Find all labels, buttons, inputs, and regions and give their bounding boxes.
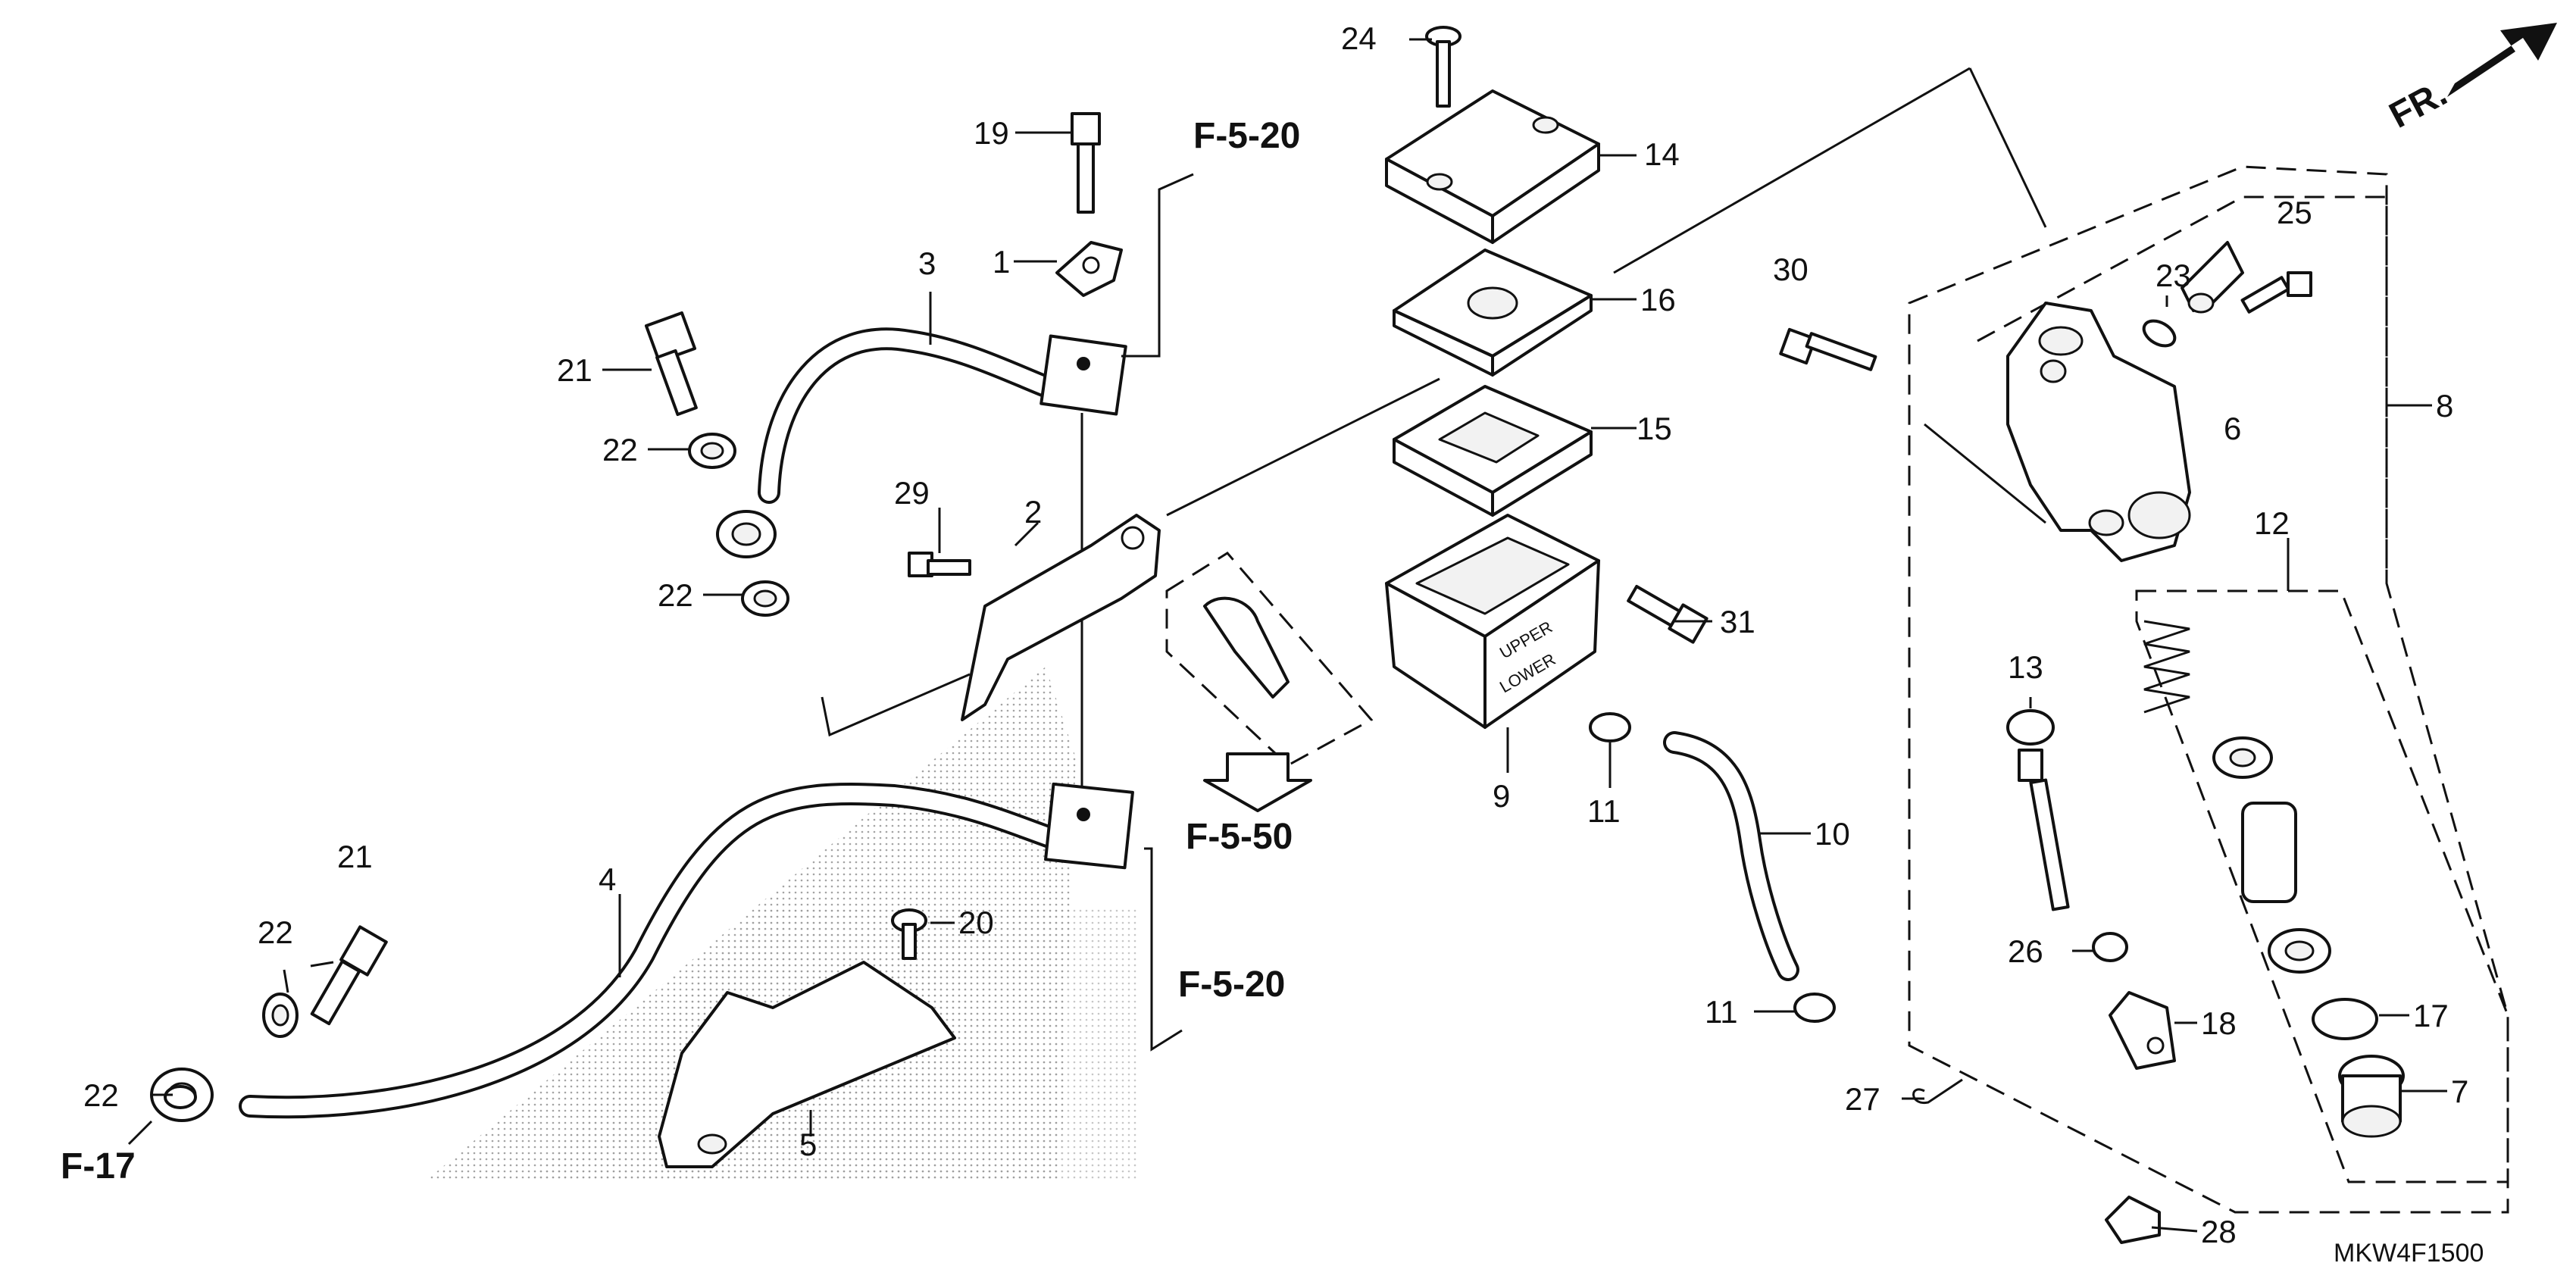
hose-joint-block-upper	[1039, 334, 1127, 416]
callout-16: 16	[1640, 282, 1676, 317]
spring	[2143, 620, 2190, 714]
callout-12: 12	[2254, 505, 2290, 541]
detail-box-insert	[1165, 552, 1374, 767]
bolt-19	[1071, 112, 1101, 214]
bolt-29	[908, 552, 971, 577]
callout-11-lower: 11	[1705, 994, 1738, 1030]
bolt-21-upper	[644, 311, 698, 417]
washer-22d	[164, 1085, 197, 1109]
spring-seat	[2212, 736, 2273, 779]
callout-2: 2	[1024, 494, 1042, 530]
callout-29: 29	[894, 475, 930, 511]
hose-clip-lower	[1793, 993, 1836, 1023]
callout-28: 28	[2201, 1214, 2237, 1249]
callout-17: 17	[2413, 998, 2449, 1033]
master-cylinder-body	[2006, 302, 2191, 562]
diaphragm-plate	[1393, 385, 1593, 517]
piston	[2241, 802, 2297, 903]
nut-26	[2092, 932, 2128, 962]
hose-joint-plate	[1055, 241, 1123, 297]
washer-22b	[741, 580, 789, 617]
callout-22b: 22	[658, 577, 693, 613]
callout-5: 5	[799, 1127, 817, 1162]
master-cylinder-assy-box	[1908, 165, 2509, 1214]
master-cylinder-stay	[961, 514, 1161, 721]
cotter-pin-27	[1912, 1078, 1963, 1104]
callout-13: 13	[2008, 649, 2043, 685]
ref-f-17[interactable]: F-17	[61, 1146, 136, 1186]
clevis-18	[2109, 991, 2176, 1070]
callout-20: 20	[958, 905, 994, 940]
callout-30: 30	[1773, 252, 1809, 287]
callout-22d: 22	[83, 1077, 119, 1113]
pin-28	[2105, 1196, 2161, 1244]
callout-10: 10	[1815, 816, 1850, 852]
callout-11-upper: 11	[1587, 793, 1621, 829]
callout-22c: 22	[258, 914, 293, 950]
piston-cup	[2268, 928, 2331, 974]
callout-26: 26	[2008, 933, 2043, 969]
callout-25: 25	[2277, 195, 2312, 230]
callout-22a: 22	[602, 432, 638, 467]
callout-18: 18	[2201, 1005, 2237, 1041]
hose-joint-6	[2181, 241, 2244, 314]
callout-8: 8	[2436, 388, 2453, 424]
ref-f-5-20-top[interactable]: F-5-20	[1193, 116, 1300, 156]
bolt-21-lower	[310, 925, 388, 1026]
callout-4: 4	[599, 861, 616, 897]
diaphragm	[1393, 249, 1593, 377]
callout-3: 3	[918, 245, 936, 281]
heat-guard	[658, 961, 956, 1168]
push-rod	[2006, 709, 2070, 911]
hose-joint-block-lower	[1044, 782, 1134, 870]
ref-f-5-20-bottom[interactable]: F-5-20	[1178, 964, 1285, 1005]
callout-7: 7	[2451, 1074, 2468, 1109]
bolt-31	[1627, 584, 1708, 644]
bolt-25	[2240, 271, 2312, 314]
callout-15: 15	[1637, 411, 1672, 446]
callout-31: 31	[1720, 604, 1755, 639]
circlip-17	[2312, 998, 2378, 1040]
reservoir-cap	[1385, 89, 1600, 244]
bolt-20	[891, 908, 927, 960]
down-arrow-icon	[1203, 752, 1312, 812]
callout-23: 23	[2156, 258, 2191, 293]
front-arrow-icon	[2447, 23, 2557, 97]
diagram-code: MKW4F1500	[2334, 1239, 2484, 1268]
front-label: FR.	[2383, 73, 2453, 136]
inner-assy-box	[1977, 195, 2388, 583]
ref-f-5-50[interactable]: F-5-50	[1186, 817, 1293, 857]
callout-19: 19	[974, 115, 1009, 151]
bolt-24	[1425, 26, 1462, 108]
callout-9: 9	[1493, 778, 1510, 814]
bolt-30	[1779, 327, 1877, 371]
callout-21-lower: 21	[337, 839, 373, 874]
washer-22a	[688, 433, 736, 469]
callout-21-upper: 21	[557, 352, 592, 388]
callout-14: 14	[1644, 136, 1680, 172]
callout-24: 24	[1341, 20, 1377, 56]
boot-7	[2338, 1055, 2405, 1138]
o-ring-23	[2142, 319, 2177, 348]
callout-27: 27	[1845, 1081, 1880, 1117]
callout-6: 6	[2224, 411, 2241, 446]
washer-22c	[262, 993, 299, 1038]
reservoir: UPPER LOWER	[1385, 514, 1600, 729]
hose-clip-upper	[1589, 712, 1631, 742]
callout-1: 1	[993, 244, 1010, 280]
piston-kit-box	[2135, 589, 2509, 1183]
